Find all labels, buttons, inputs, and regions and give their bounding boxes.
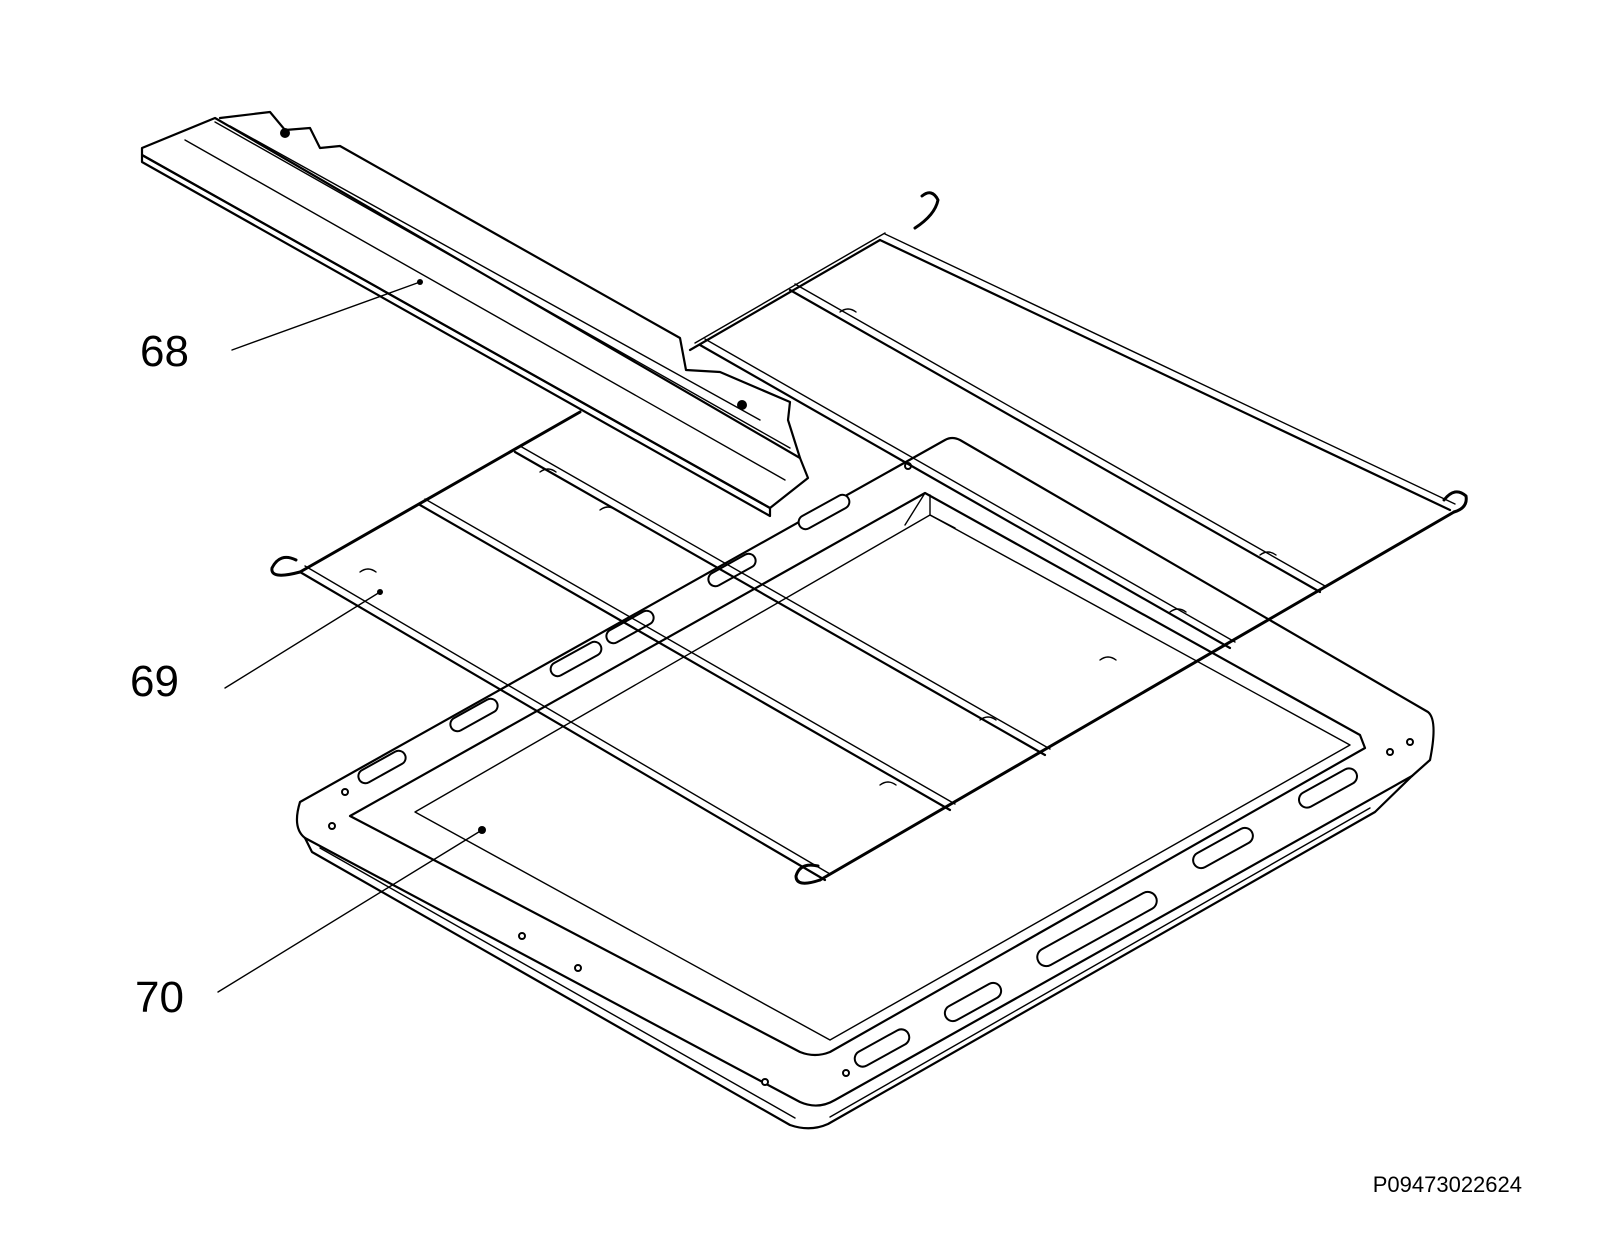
shelf-hook-front-left: [270, 555, 302, 577]
leader-68: [231, 281, 421, 351]
tray-slots-right: [853, 767, 1358, 1068]
callout-leaders: [217, 279, 486, 993]
tray-bottom-edge: [303, 774, 1414, 1130]
callout-68: 68: [140, 327, 189, 376]
rail-screw-2: [737, 400, 747, 410]
part-69-wire-shelf: [270, 191, 1468, 885]
tray-outer-edge: [295, 436, 1435, 1107]
shelf-rods: [298, 232, 1456, 882]
shelf-front-bar: [298, 410, 582, 574]
leader-69: [224, 591, 381, 689]
callout-69: 69: [130, 657, 179, 706]
rail-flange-inner: [229, 125, 761, 421]
leader-70: [217, 829, 483, 993]
shelf-rod-bumps: [359, 308, 1277, 786]
rail-screw-1: [280, 128, 290, 138]
reference-code: P09473022624: [1373, 1172, 1522, 1197]
shelf-hook-back-left: [913, 191, 940, 230]
tray-inner-recess: [348, 491, 1367, 1057]
tray-inner-panel: [414, 514, 1351, 1041]
shelf-back-bar: [818, 510, 1456, 882]
rail-front-face: [140, 153, 772, 518]
rail-top-face: [140, 116, 810, 510]
tray-screw-holes: [328, 462, 1414, 1086]
rail-back-flange: [218, 110, 802, 460]
rail-crease: [184, 121, 791, 481]
shelf-hook-back-right: [1442, 490, 1468, 514]
part-70-tray: [295, 436, 1435, 1130]
callout-70: 70: [135, 973, 184, 1022]
tray-panel-fold: [904, 492, 956, 529]
tray-bottom-edge-inner: [319, 807, 1371, 1119]
part-68-top-rail: [140, 110, 810, 518]
shelf-hook-front-right: [794, 863, 822, 885]
